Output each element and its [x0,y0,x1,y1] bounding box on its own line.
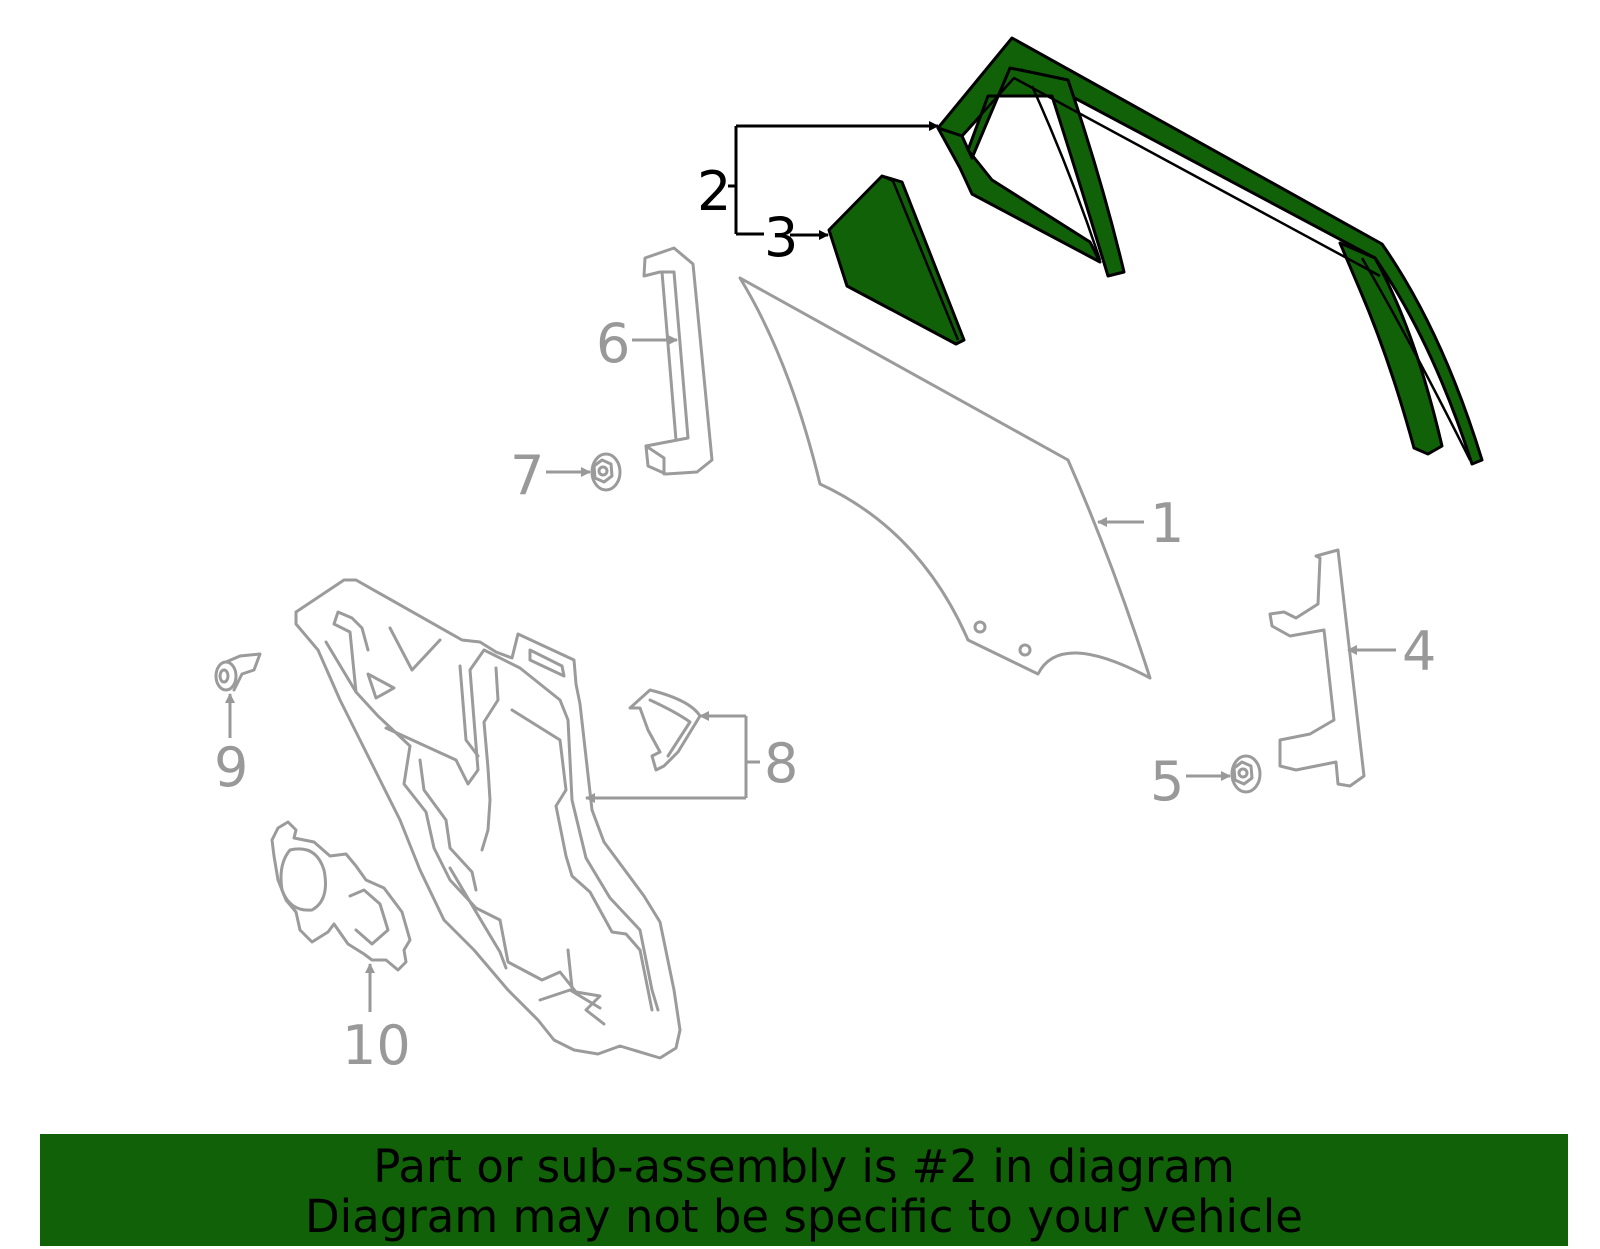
window-frame-part-2[interactable] [936,36,1484,466]
bracket-part-8[interactable] [628,688,702,772]
motor-part-10[interactable] [270,820,412,972]
footer-banner: Part or sub-assembly is #2 in diagram Di… [40,1134,1568,1246]
callout-3: 3 [764,206,798,269]
footer-line-1: Part or sub-assembly is #2 in diagram [373,1140,1235,1193]
run-channel-part-4[interactable] [1268,548,1366,788]
callout-8: 8 [764,732,798,795]
run-channel-part-6[interactable] [642,246,714,476]
callout-1: 1 [1150,492,1184,555]
callouts: 1 2 3 4 5 6 7 8 9 10 [214,160,1436,1077]
callout-9: 9 [214,736,248,799]
door-glass-part-1[interactable] [738,276,1152,680]
callout-6: 6 [596,312,630,375]
quarter-glass-part-3[interactable] [827,174,966,346]
regulator-panel[interactable] [294,578,682,1060]
callout-5: 5 [1150,750,1184,813]
clip-part-9[interactable] [214,652,262,692]
nut-part-5[interactable] [1230,754,1262,794]
nut-part-7[interactable] [590,452,622,492]
callout-7: 7 [510,444,544,507]
footer-line-2: Diagram may not be specific to your vehi… [305,1190,1303,1243]
leader-lines [225,121,1396,1012]
callout-2: 2 [697,160,731,223]
callout-10: 10 [342,1014,411,1077]
callout-4: 4 [1402,620,1436,683]
